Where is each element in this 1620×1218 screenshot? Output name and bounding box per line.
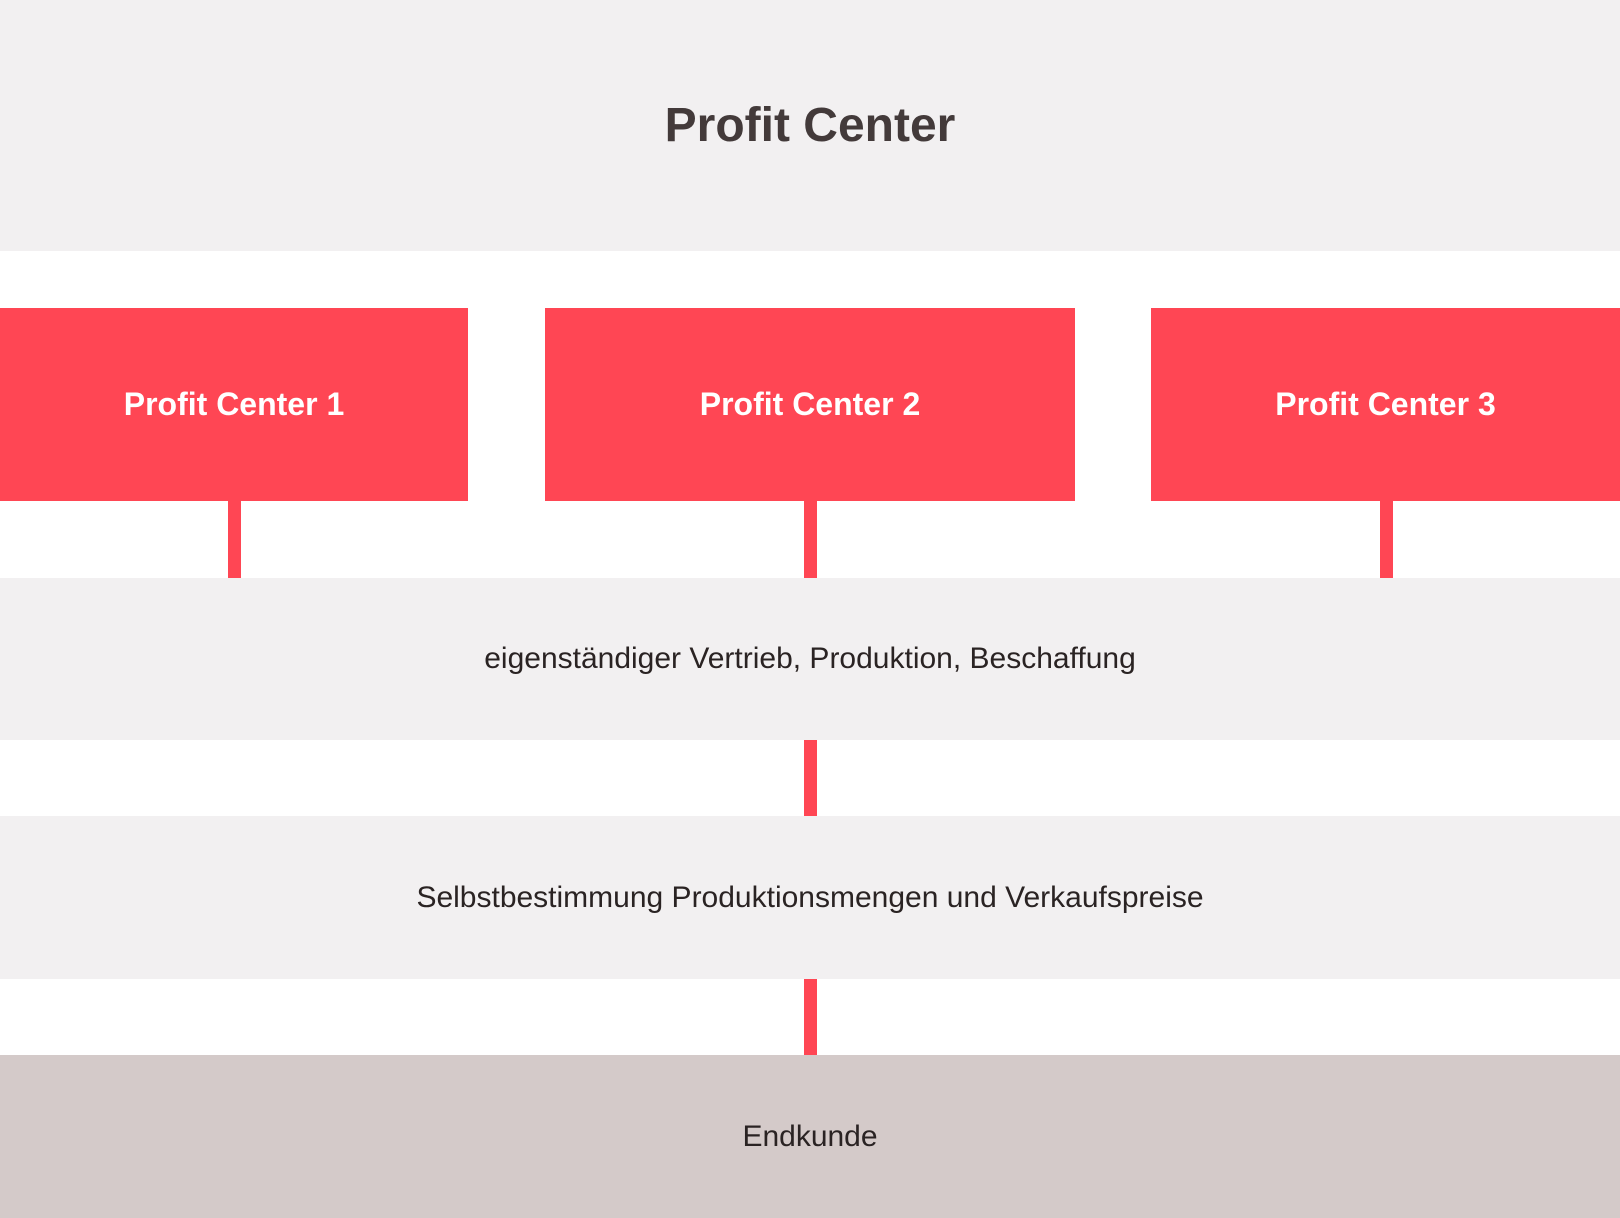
connector-line	[804, 979, 817, 1055]
level-end-customer: Endkunde	[0, 1055, 1620, 1218]
connector-line	[804, 501, 817, 578]
profit-center-2-box: Profit Center 2	[545, 308, 1075, 501]
profit-center-1-box: Profit Center 1	[0, 308, 468, 501]
connector-line	[1380, 501, 1393, 578]
diagram-title: Profit Center	[0, 0, 1620, 251]
level-self-determination: Selbstbestimmung Produktionsmengen und V…	[0, 816, 1620, 979]
profit-center-3-box: Profit Center 3	[1151, 308, 1620, 501]
level-independent-operations: eigenständiger Vertrieb, Produktion, Bes…	[0, 578, 1620, 740]
connector-line	[804, 740, 817, 816]
connector-line	[228, 501, 241, 578]
